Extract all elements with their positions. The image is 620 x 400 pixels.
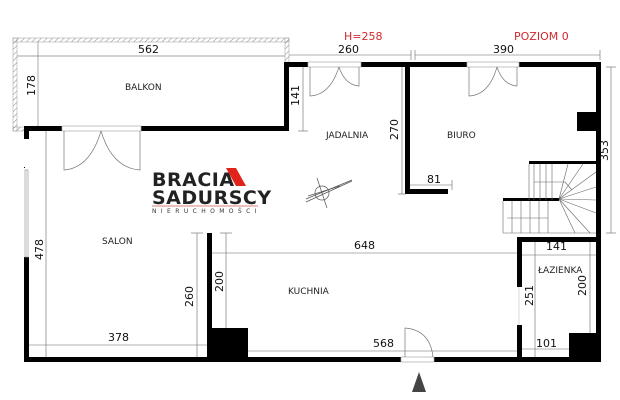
- entrance-arrow-icon: [412, 372, 426, 392]
- height-label: H=258: [344, 30, 382, 43]
- dim-biuro-width: 390: [493, 43, 514, 56]
- room-label-biuro: BIURO: [447, 131, 476, 141]
- staircase: [502, 163, 597, 234]
- dim-jadalnia-wall: 141: [289, 85, 302, 106]
- room-label-salon: SALON: [102, 237, 133, 247]
- doors: [61, 61, 520, 363]
- room-label-lazienka: ŁAZIENKA: [537, 266, 583, 276]
- dim-jadalnia-depth: 270: [388, 119, 401, 140]
- dim-lazienka-wall: 251: [523, 285, 536, 306]
- room-label-balkon: BALKON: [125, 83, 162, 93]
- logo: BRACIA SADURSCY NIERUCHOMOŚCI: [152, 168, 272, 215]
- balcony-outline: [12, 37, 290, 132]
- dim-biuro-depth: 353: [598, 140, 611, 161]
- dimension-lines: [29, 50, 616, 357]
- dim-balkon-width: 562: [138, 43, 159, 56]
- dim-kuchnia-bottom: 568: [373, 337, 394, 350]
- dim-salon-width: 378: [108, 331, 129, 344]
- dim-jadalnia-width: 260: [338, 43, 359, 56]
- room-label-jadalnia: JADALNIA: [325, 131, 369, 141]
- logo-accent: [226, 168, 246, 186]
- dim-kuchnia-depth: 200: [213, 271, 226, 292]
- compass-icon: [305, 177, 353, 209]
- dim-salon-depth: 478: [33, 239, 46, 260]
- dim-biuro-ledge: 81: [427, 173, 441, 186]
- dim-lazienka-bottom: 101: [536, 337, 557, 350]
- dim-salon-inner: 260: [183, 286, 196, 307]
- level-label: POZIOM 0: [514, 30, 569, 43]
- dim-lazienka-width: 141: [546, 240, 567, 253]
- dim-lazienka-depth: 200: [576, 275, 589, 296]
- walls: [24, 62, 601, 362]
- salon-window: [24, 169, 29, 258]
- room-label-kuchnia: KUCHNIA: [288, 287, 330, 297]
- logo-line2: SADURSCY: [152, 187, 272, 209]
- dim-balkon-depth: 178: [25, 75, 38, 96]
- dim-kuchnia-length: 648: [354, 239, 375, 252]
- logo-line1: BRACIA: [152, 169, 235, 191]
- logo-tagline: NIERUCHOMOŚCI: [152, 208, 261, 215]
